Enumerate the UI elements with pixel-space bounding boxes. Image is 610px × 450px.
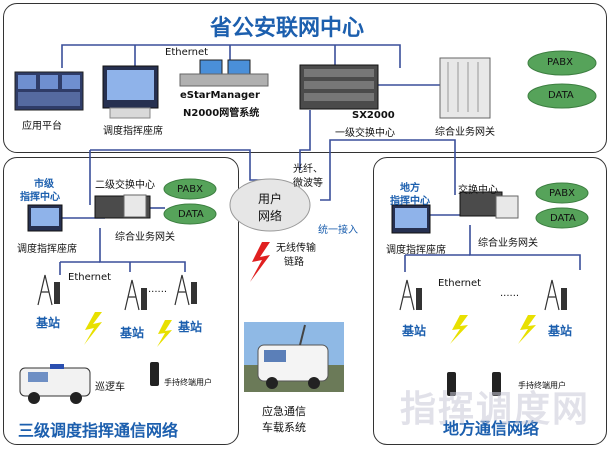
sx2000-label: SX2000 <box>352 110 395 121</box>
left-bs3-label: 基站 <box>178 320 203 334</box>
left-gateway-label: 综合业务网关 <box>115 232 175 243</box>
left-dots: ...... <box>148 284 168 295</box>
wireless-label-1: 无线传输 <box>276 243 316 254</box>
app-platform-icon <box>14 71 84 111</box>
right-net-title: 地方通信网络 <box>443 419 540 438</box>
switch1-label: 一级交换中心 <box>335 128 395 139</box>
center-dispatch-label: 调度指挥座席 <box>103 126 163 137</box>
right-pabx-label: PABX <box>549 188 575 199</box>
watermark: 指挥调度网 <box>400 389 591 430</box>
emergency-vehicle-photo <box>244 322 344 392</box>
nms-sub-label: N2000网管系统 <box>183 108 260 119</box>
center-data-label: DATA <box>548 90 574 101</box>
city-center-label-2: 指挥中心 <box>20 192 60 203</box>
switch2-label: 二级交换中心 <box>95 180 155 191</box>
right-data-label: DATA <box>550 213 576 224</box>
user-network-label-2: 网络 <box>258 209 283 223</box>
app-platform-label: 应用平台 <box>22 121 62 132</box>
center-title: 省公安联网中心 <box>210 16 365 41</box>
gateway-rack-icon <box>439 57 491 119</box>
left-handheld-label: 手持终端用户 <box>164 378 212 387</box>
right-handheld-label: 手持终端用户 <box>518 381 566 390</box>
right-bs2-label: 基站 <box>548 324 573 338</box>
center-ethernet-line <box>61 44 401 68</box>
patrol-car-label: 巡逻车 <box>95 382 125 393</box>
left-bs1-label: 基站 <box>36 316 61 330</box>
right-dispatch-label: 调度指挥座席 <box>386 245 446 256</box>
wireless-bolt <box>250 242 270 282</box>
local-center-label-1: 地方 <box>400 183 420 194</box>
center-pabx-label: PABX <box>547 57 573 68</box>
right-ethernet-label: Ethernet <box>438 278 482 289</box>
user-network-cloud <box>229 178 311 232</box>
sx2000-switch-icon <box>299 64 379 110</box>
center-to-cloud-line <box>299 110 311 170</box>
left-net-title: 三级调度指挥通信网络 <box>18 421 179 440</box>
right-dots: ...... <box>500 288 520 299</box>
right-bs1-label: 基站 <box>402 324 427 338</box>
cloud-to-right-line <box>320 139 456 201</box>
fiber-label: 光纤、 <box>293 164 323 175</box>
center-frame <box>3 3 607 153</box>
left-dispatch-label: 调度指挥座席 <box>17 244 77 255</box>
emergency-label-1: 应急通信 <box>262 405 306 418</box>
local-center-label-2: 指挥中心 <box>390 196 430 207</box>
right-gateway-label: 综合业务网关 <box>478 238 538 249</box>
center-ethernet-label: Ethernet <box>165 47 209 58</box>
left-network-frame <box>3 157 239 445</box>
city-center-label-1: 市级 <box>34 179 54 190</box>
wireless-label-2: 链路 <box>284 257 304 268</box>
right-switch-label: 交换中心 <box>458 185 498 196</box>
right-network-frame <box>373 157 607 445</box>
microwave-label: 微波等 <box>293 178 323 189</box>
cloud-group-center <box>527 50 597 109</box>
user-network-label-1: 用户 <box>258 192 283 206</box>
emergency-label-2: 车载系统 <box>262 421 306 434</box>
left-ethernet-label: Ethernet <box>68 272 112 283</box>
left-pabx-label: PABX <box>177 184 203 195</box>
unified-access-label: 统一接入 <box>318 225 358 236</box>
handheld-icon-left <box>150 362 159 386</box>
nms-icon <box>179 59 269 87</box>
dispatch-seat-icon <box>102 65 159 119</box>
nms-name-label: eStarManager <box>180 90 260 101</box>
left-bs2-label: 基站 <box>120 326 145 340</box>
center-gateway-label: 综合业务网关 <box>435 127 495 138</box>
patrol-car-icon <box>19 364 91 404</box>
left-data-label: DATA <box>178 209 204 220</box>
